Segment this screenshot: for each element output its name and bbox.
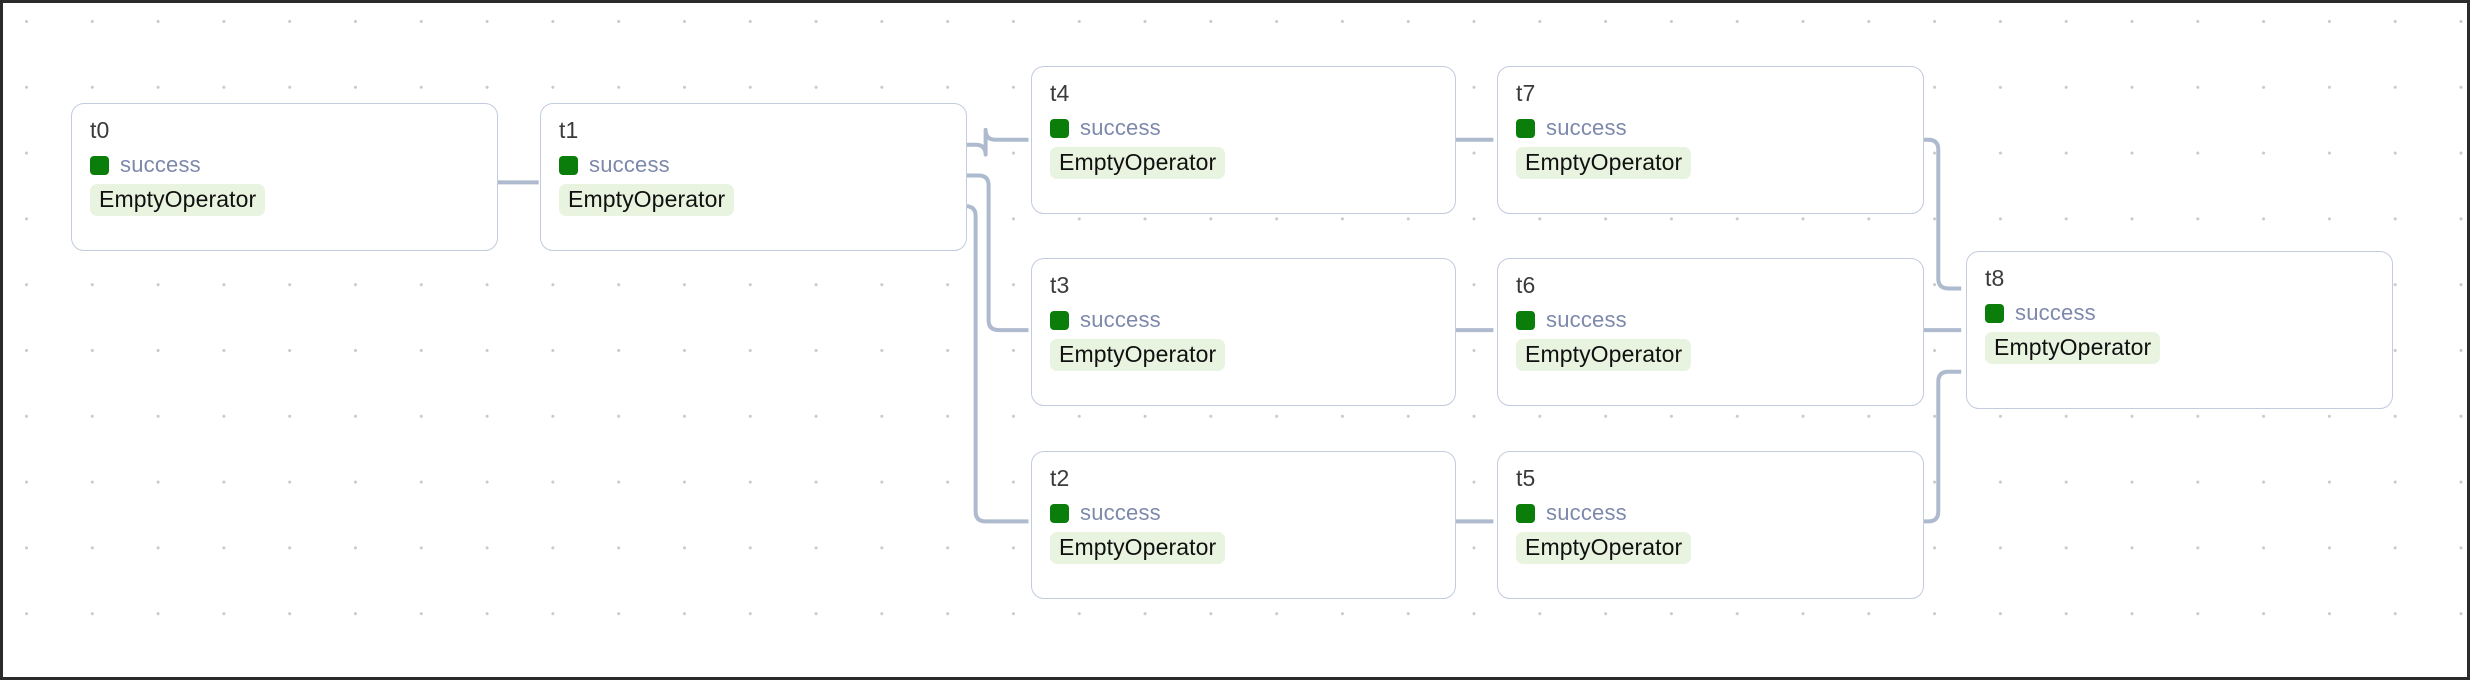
dag-node-operator-badge: EmptyOperator bbox=[559, 184, 735, 217]
dag-node-title: t1 bbox=[559, 117, 579, 143]
dag-edge-t1-t2 bbox=[963, 204, 1029, 524]
dag-node-state-label: success bbox=[589, 152, 670, 178]
dag-node-operator-badge: EmptyOperator bbox=[1050, 147, 1226, 180]
dag-node-state: success bbox=[1985, 300, 2374, 326]
dag-node-operator-badge: EmptyOperator bbox=[1050, 339, 1226, 372]
dag-node-t5[interactable]: t5 success EmptyOperator bbox=[1497, 451, 1924, 599]
dag-node-state-label: success bbox=[1546, 500, 1627, 526]
dag-node-operator-badge: EmptyOperator bbox=[1050, 532, 1226, 565]
dag-node-t1[interactable]: t1 success EmptyOperator bbox=[540, 103, 967, 251]
dag-node-state: success bbox=[90, 152, 479, 178]
dag-node-title: t4 bbox=[1050, 80, 1070, 106]
dag-node-state-label: success bbox=[1080, 500, 1161, 526]
dag-node-state-label: success bbox=[1546, 307, 1627, 333]
dag-node-title: t7 bbox=[1516, 80, 1536, 106]
status-square-icon bbox=[1516, 118, 1535, 138]
dag-node-title: t8 bbox=[1985, 265, 2005, 291]
status-square-icon bbox=[1050, 118, 1069, 138]
dag-node-t0[interactable]: t0 success EmptyOperator bbox=[71, 103, 498, 251]
status-square-icon bbox=[1516, 310, 1535, 330]
dag-node-state: success bbox=[1050, 115, 1437, 141]
dag-node-operator-badge: EmptyOperator bbox=[1985, 332, 2161, 365]
status-square-icon bbox=[1516, 503, 1535, 523]
dag-edge-t5-t8 bbox=[1919, 369, 1962, 524]
dag-node-t2[interactable]: t2 success EmptyOperator bbox=[1031, 451, 1456, 599]
dag-node-t4[interactable]: t4 success EmptyOperator bbox=[1031, 66, 1456, 214]
dag-node-t6[interactable]: t6 success EmptyOperator bbox=[1497, 258, 1924, 406]
dag-node-state-label: success bbox=[2015, 300, 2096, 326]
dag-node-state-label: success bbox=[1546, 115, 1627, 141]
dag-node-operator-badge: EmptyOperator bbox=[1516, 147, 1692, 180]
dag-node-operator-badge: EmptyOperator bbox=[1516, 339, 1692, 372]
status-square-icon bbox=[1050, 503, 1069, 523]
dag-node-state-label: success bbox=[1080, 115, 1161, 141]
dag-node-state: success bbox=[1516, 115, 1905, 141]
dag-node-title: t2 bbox=[1050, 465, 1070, 491]
dag-node-t7[interactable]: t7 success EmptyOperator bbox=[1497, 66, 1924, 214]
dag-node-operator-badge: EmptyOperator bbox=[90, 184, 266, 217]
status-square-icon bbox=[1985, 303, 2004, 323]
dag-node-title: t0 bbox=[90, 117, 110, 143]
status-square-icon bbox=[559, 155, 578, 175]
dag-node-state: success bbox=[1516, 500, 1905, 526]
dag-node-title: t5 bbox=[1516, 465, 1536, 491]
dag-node-state: success bbox=[1516, 307, 1905, 333]
dag-node-state: success bbox=[1050, 500, 1437, 526]
dag-node-operator-badge: EmptyOperator bbox=[1516, 532, 1692, 565]
dag-node-state-label: success bbox=[1080, 307, 1161, 333]
dag-node-title: t6 bbox=[1516, 272, 1536, 298]
dag-node-state: success bbox=[1050, 307, 1437, 333]
dag-node-t8[interactable]: t8 success EmptyOperator bbox=[1966, 251, 2393, 409]
dag-node-t3[interactable]: t3 success EmptyOperator bbox=[1031, 258, 1456, 406]
dag-node-title: t3 bbox=[1050, 272, 1070, 298]
dag-edge-t1-t3 bbox=[964, 173, 1029, 333]
dag-node-state: success bbox=[559, 152, 948, 178]
status-square-icon bbox=[1050, 310, 1069, 330]
dag-node-state-label: success bbox=[120, 152, 201, 178]
status-square-icon bbox=[90, 155, 109, 175]
dag-edge-t1-t4 bbox=[964, 127, 1029, 157]
dag-edge-t7-t8 bbox=[1919, 137, 1962, 291]
